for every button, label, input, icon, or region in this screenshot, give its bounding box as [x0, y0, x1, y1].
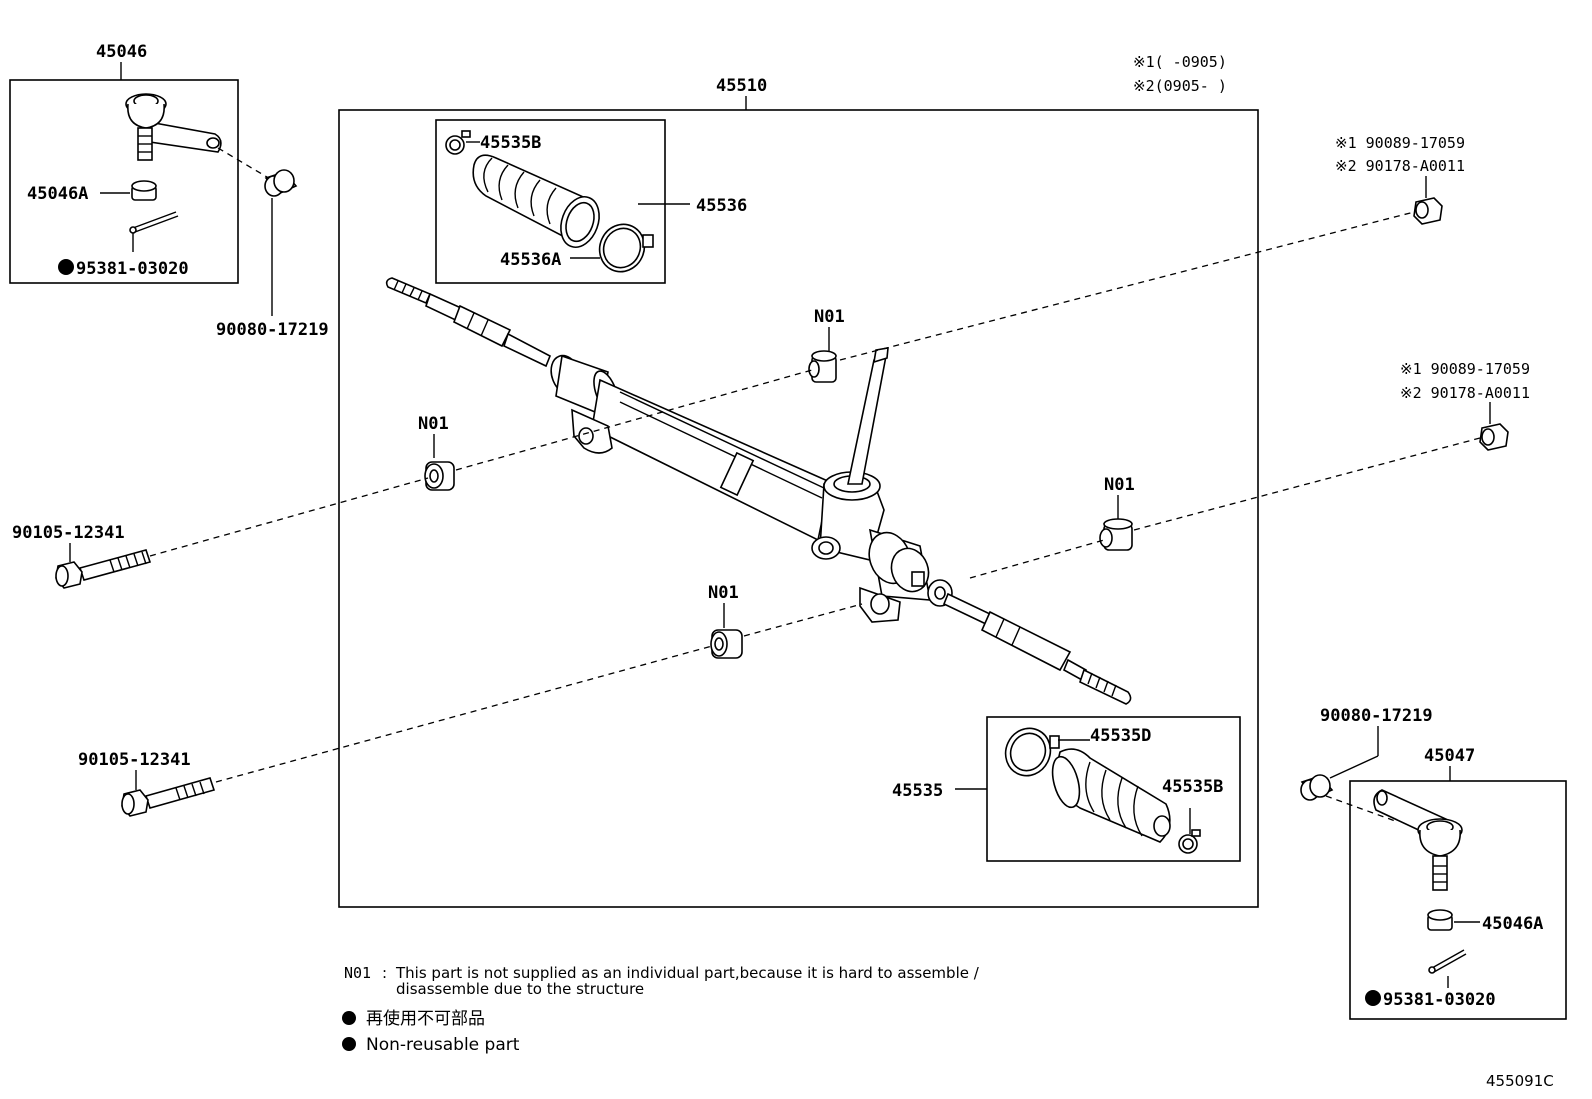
tie-rod-end-left-group: 45046 45046A 95381-03020: [9, 42, 239, 284]
label-90105-lower[interactable]: 90105-12341: [78, 750, 191, 770]
version-note-1: ※1( -0905): [1133, 53, 1227, 71]
label-n01-left[interactable]: N01: [418, 414, 449, 434]
boot-upper-icon: [472, 154, 600, 248]
legend-dot-jp: [342, 1011, 356, 1025]
tie-rod-end-right-icon: [1373, 789, 1463, 891]
legend: N01 : This part is not supplied as an in…: [342, 964, 980, 1055]
label-45046A-right[interactable]: 45046A: [1482, 914, 1543, 934]
non-reusable-dot-left: [58, 259, 74, 275]
diagram-id: 455091C: [1486, 1072, 1554, 1090]
label-nut-mid-2[interactable]: ※2 90178-A0011: [1400, 384, 1530, 402]
clamp-upper-icon: [598, 223, 654, 273]
legend-nonreusable-jp: 再使用不可部品: [366, 1008, 485, 1029]
cotter-pin-left-icon: [129, 211, 179, 234]
n01-bushing-right-icon: [1099, 518, 1133, 551]
bolt-upper-group: 90105-12341: [12, 523, 152, 589]
legend-n01-line1: This part is not supplied as an individu…: [395, 964, 980, 982]
spacer-left-group: 90080-17219: [216, 147, 329, 340]
n01-bushing-left-icon: [424, 461, 455, 491]
steering-rack-icon: [385, 277, 1132, 705]
label-90080-right[interactable]: 90080-17219: [1320, 706, 1433, 726]
spacer-right-group: 90080-17219: [1300, 706, 1433, 801]
bolt-upper-icon: [55, 549, 152, 589]
n01-right-group: N01: [1099, 475, 1135, 551]
nut-upper-group: ※1 90089-17059 ※2 90178-A0011: [1335, 134, 1465, 225]
spacer-left-icon: [264, 169, 298, 197]
boot-kit-upper-box: [435, 119, 666, 284]
bolt-lower-icon: [121, 777, 216, 817]
nut-mid-group: ※1 90089-17059 ※2 90178-A0011: [1400, 360, 1530, 451]
label-45535D[interactable]: 45535D: [1090, 726, 1151, 746]
spacer-right-icon: [1300, 774, 1334, 801]
tie-rod-end-left-box: [9, 79, 239, 284]
label-45536[interactable]: 45536: [696, 196, 747, 216]
castle-nut-left-icon: [131, 180, 157, 201]
label-nut-mid-1[interactable]: ※1 90089-17059: [1400, 360, 1530, 378]
nut-upper-icon: [1413, 197, 1443, 225]
n01-upper-mid-group: N01: [808, 307, 845, 383]
n01-left-group: N01: [418, 414, 455, 491]
label-nut-upper-1[interactable]: ※1 90089-17059: [1335, 134, 1465, 152]
label-n01-upper-mid[interactable]: N01: [814, 307, 845, 327]
castle-nut-right-icon: [1427, 909, 1453, 931]
label-45535[interactable]: 45535: [892, 781, 943, 801]
n01-bushing-lower-icon: [710, 629, 743, 659]
label-95381-left[interactable]: 95381-03020: [76, 259, 189, 279]
legend-dot-en: [342, 1037, 356, 1051]
legend-n01-line2: disassemble due to the structure: [396, 980, 644, 998]
non-reusable-dot-right: [1365, 990, 1381, 1006]
label-45046A-left[interactable]: 45046A: [27, 184, 88, 204]
nut-mid-icon: [1479, 423, 1509, 451]
rack-assembly-group: 45510 ※1( -0905) ※2(0905- ) 45535B 45536: [338, 53, 1259, 908]
label-95381-right[interactable]: 95381-03020: [1383, 990, 1496, 1010]
tie-rod-end-right-box: [1349, 780, 1567, 1020]
legend-n01-code: N01: [344, 964, 371, 982]
version-note-2: ※2(0905- ): [1133, 77, 1227, 95]
bolt-lower-group: 90105-12341: [78, 750, 216, 817]
alignment-lines: [149, 211, 1481, 823]
label-45047[interactable]: 45047: [1424, 746, 1475, 766]
n01-lower-group: N01: [708, 583, 743, 659]
label-nut-upper-2[interactable]: ※2 90178-A0011: [1335, 157, 1465, 175]
label-45510[interactable]: 45510: [716, 76, 767, 96]
tie-rod-end-right-group: 45047 45046A 95381-03020: [1349, 746, 1567, 1020]
label-n01-lower[interactable]: N01: [708, 583, 739, 603]
label-45046[interactable]: 45046: [96, 42, 147, 62]
clip-lower-icon: [1178, 829, 1201, 854]
rack-assembly-box: [338, 109, 1259, 908]
label-n01-right[interactable]: N01: [1104, 475, 1135, 495]
clamp-lower-icon: [1004, 727, 1060, 777]
label-45535B-upper[interactable]: 45535B: [480, 133, 541, 153]
cotter-pin-right-icon: [1428, 949, 1467, 974]
label-45535B-lower[interactable]: 45535B: [1162, 777, 1223, 797]
label-45536A[interactable]: 45536A: [500, 250, 561, 270]
legend-nonreusable-en: Non-reusable part: [366, 1035, 520, 1055]
tie-rod-end-left-icon: [125, 93, 222, 161]
n01-bushing-upper-mid-icon: [808, 350, 837, 383]
clip-upper-icon: [445, 130, 471, 155]
label-90080-left[interactable]: 90080-17219: [216, 320, 329, 340]
legend-n01-sep: :: [382, 964, 387, 982]
boot-lower-icon: [1051, 748, 1171, 843]
label-90105-upper[interactable]: 90105-12341: [12, 523, 125, 543]
